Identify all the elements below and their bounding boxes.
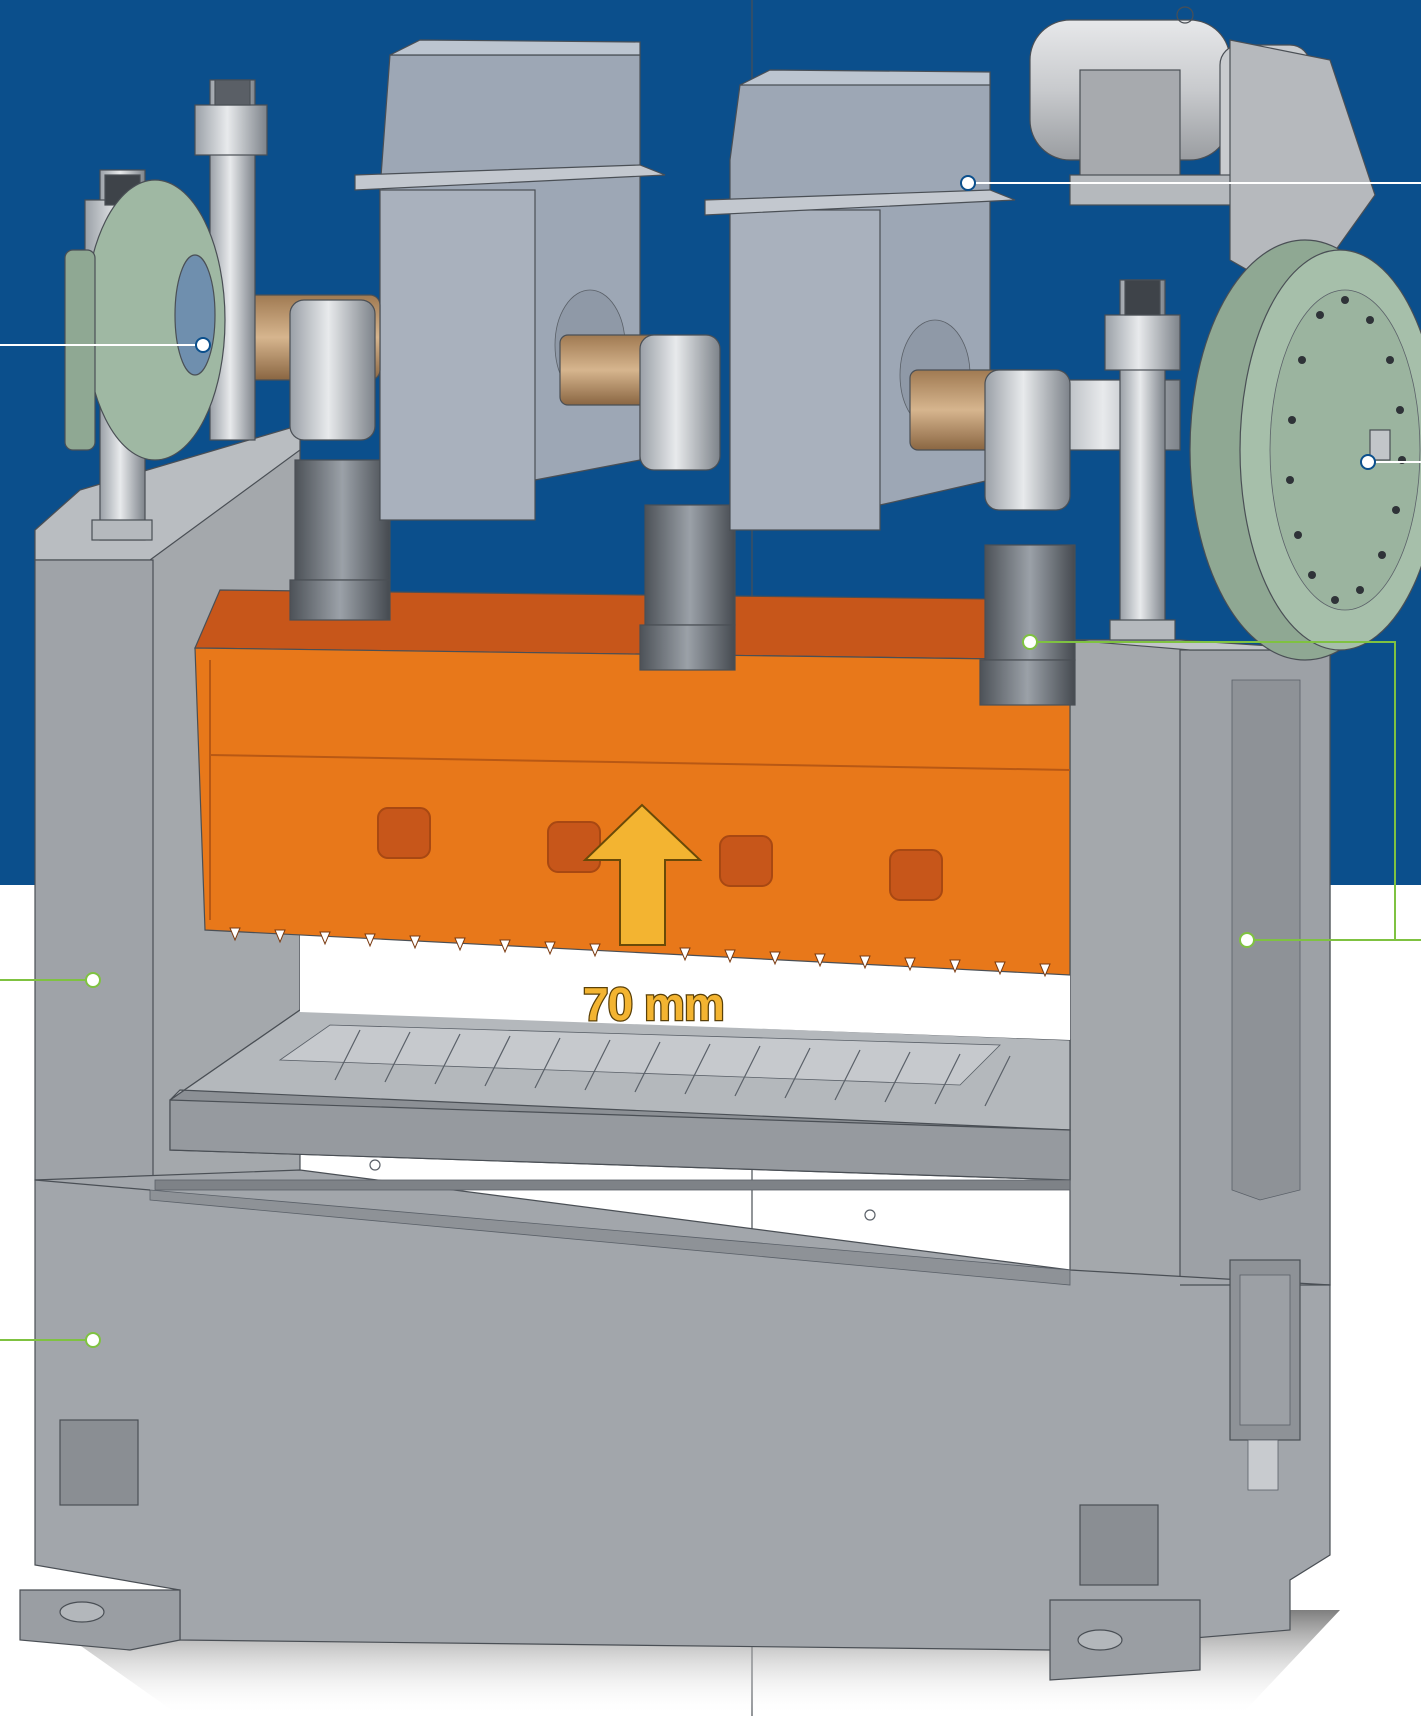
slide-window-2 — [547, 821, 601, 873]
counterweight-left — [354, 39, 666, 521]
bolster-plate — [154, 1009, 1071, 1191]
press-frame — [19, 424, 1331, 1681]
callout-dot-base — [85, 1332, 101, 1348]
stroke-label: 70 mm — [583, 978, 724, 1030]
callout-dot-frame — [85, 972, 101, 988]
left-base-pocket — [59, 1419, 139, 1506]
slide-window-1 — [377, 807, 431, 859]
counterweight-right — [704, 69, 1016, 531]
left-foot — [19, 1589, 181, 1651]
callout-dot-guide — [1239, 932, 1255, 948]
right-guide-post — [1104, 279, 1181, 641]
callout-dot-connecting-rod — [1022, 634, 1038, 650]
slide-window-4 — [889, 849, 943, 901]
press-base — [34, 1169, 1331, 1651]
callouts — [0, 175, 1421, 1348]
callout-dot-drive — [195, 337, 211, 353]
flywheel — [1189, 239, 1421, 661]
bolster-slots — [334, 1029, 1011, 1221]
belt-guard — [1229, 39, 1376, 301]
callout-dot-flywheel — [1360, 454, 1376, 470]
right-foot — [1049, 1599, 1201, 1681]
slide-window-3 — [719, 835, 773, 887]
stroke-up-arrow — [582, 803, 703, 946]
callout-dot-counterweight — [960, 175, 976, 191]
press-slide — [194, 589, 1076, 978]
